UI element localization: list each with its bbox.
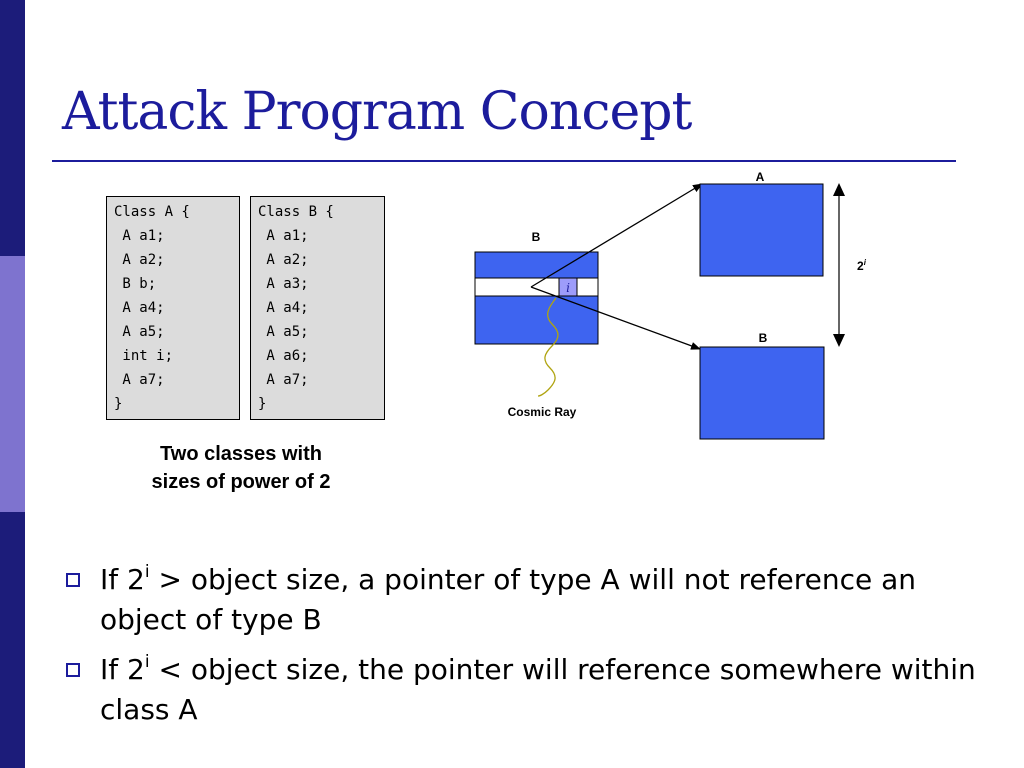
bullet-prefix: If 2 bbox=[100, 653, 145, 686]
bullet-prefix: If 2 bbox=[100, 563, 145, 596]
code-line: Class A { bbox=[114, 204, 190, 220]
caption-line-1: Two classes with bbox=[160, 443, 322, 465]
code-line: A a6; bbox=[258, 348, 309, 364]
title-underline bbox=[52, 160, 956, 162]
code-line: A a7; bbox=[258, 372, 309, 388]
code-line: A a1; bbox=[258, 228, 309, 244]
square-bullet-icon bbox=[66, 663, 80, 677]
bullet-item: If 2i < object size, the pointer will re… bbox=[62, 650, 982, 730]
object-a-label: A bbox=[756, 170, 765, 184]
sidebar-decoration bbox=[0, 0, 25, 768]
code-line: B b; bbox=[114, 276, 157, 292]
code-line: A a1; bbox=[114, 228, 165, 244]
distance-arrow-up bbox=[833, 183, 845, 196]
bullet-superscript: i bbox=[144, 652, 150, 672]
code-line: } bbox=[258, 396, 267, 412]
object-a-block bbox=[699, 183, 824, 277]
distance-base: 2 bbox=[857, 259, 864, 273]
code-line: A a3; bbox=[258, 276, 309, 292]
caption-line-2: sizes of power of 2 bbox=[151, 471, 331, 493]
bullet-list: If 2i > object size, a pointer of type A… bbox=[62, 560, 982, 740]
object-b-label: B bbox=[532, 230, 541, 244]
code-line: int i; bbox=[114, 348, 174, 364]
field-i-label: i bbox=[566, 281, 570, 295]
sidebar-segment-middle bbox=[0, 256, 25, 512]
code-line: } bbox=[114, 396, 123, 412]
code-line: Class B { bbox=[258, 204, 334, 220]
distance-exponent: i bbox=[864, 258, 867, 267]
bullet-item: If 2i > object size, a pointer of type A… bbox=[62, 560, 982, 640]
class-b-code-box: Class B { A a1; A a2; A a3; A a4; A a5; … bbox=[250, 196, 385, 420]
sidebar-segment-bottom bbox=[0, 512, 25, 768]
bullet-superscript: i bbox=[144, 562, 150, 582]
pointer-arrow-to-b bbox=[530, 286, 701, 350]
object-b-field-row bbox=[474, 277, 599, 297]
code-line: A a2; bbox=[114, 252, 165, 268]
distance-label: 2i bbox=[857, 258, 867, 273]
code-line: A a4; bbox=[258, 300, 309, 316]
class-a-code-box: Class A { A a1; A a2; B b; A a4; A a5; i… bbox=[106, 196, 240, 420]
object-b-right-block bbox=[699, 346, 825, 440]
slide-title: Attack Program Concept bbox=[62, 82, 692, 142]
code-line: A a2; bbox=[258, 252, 309, 268]
code-caption: Two classes with sizes of power of 2 bbox=[96, 440, 386, 496]
bullet-text: > object size, a pointer of type A will … bbox=[100, 563, 917, 636]
code-line: A a5; bbox=[258, 324, 309, 340]
cosmic-ray-wave bbox=[537, 297, 559, 397]
pointer-arrow-to-a bbox=[530, 183, 703, 288]
bullet-text: < object size, the pointer will referenc… bbox=[100, 653, 976, 726]
code-line: A a7; bbox=[114, 372, 165, 388]
object-b-right-label: B bbox=[759, 331, 768, 345]
cosmic-ray-label: Cosmic Ray bbox=[508, 405, 577, 419]
distance-arrow-down bbox=[833, 334, 845, 347]
field-i-cell bbox=[558, 277, 578, 297]
square-bullet-icon bbox=[66, 573, 80, 587]
sidebar-segment-top bbox=[0, 0, 25, 256]
object-b-block bbox=[474, 251, 599, 345]
code-line: A a5; bbox=[114, 324, 165, 340]
code-line: A a4; bbox=[114, 300, 165, 316]
